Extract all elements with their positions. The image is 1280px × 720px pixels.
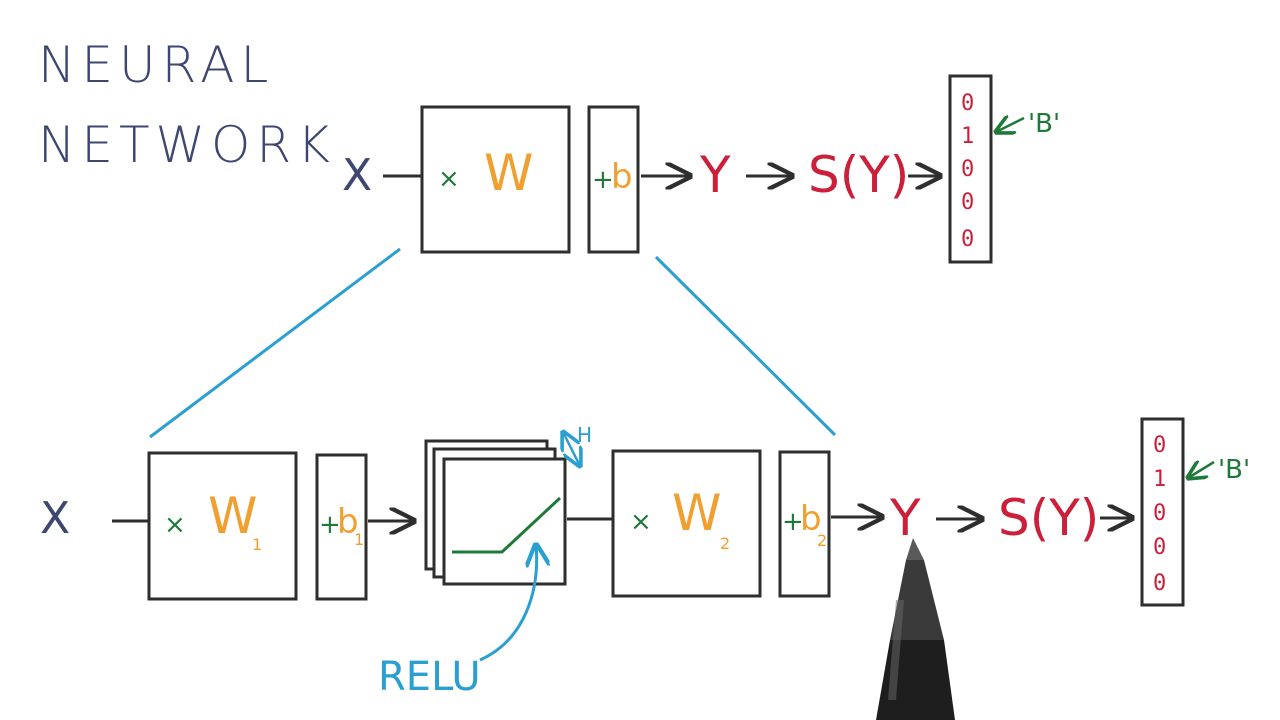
title-line-2: NETWORK (38, 116, 336, 174)
bottom-output-y: Y (889, 489, 921, 547)
bottom-onehot-0: 0 (1153, 433, 1166, 458)
bias-1-subscript: 1 (354, 530, 364, 549)
title-line-1: NEURAL (38, 36, 274, 94)
bottom-input-x: X (40, 493, 70, 544)
relu-label: RELU (378, 654, 481, 700)
top-mult-op: × (438, 164, 460, 194)
expand-line-left (149, 247, 401, 439)
top-target-label: 'B' (1028, 109, 1060, 139)
relu-unit-front (442, 457, 567, 586)
top-onehot-2: 0 (961, 157, 974, 182)
relu-layer-stack (424, 439, 567, 586)
bottom-onehot-3: 0 (1153, 535, 1166, 560)
top-onehot-box (948, 74, 993, 264)
weight-1-subscript: 1 (252, 535, 262, 554)
bias-op-2: + (782, 507, 804, 537)
bias-op-1: + (319, 510, 341, 540)
expand-line-right (654, 255, 837, 437)
bias-2-subscript: 2 (817, 531, 827, 550)
bottom-target-label: 'B' (1218, 455, 1250, 485)
top-onehot-1: 1 (961, 124, 974, 149)
title: NEURAL NETWORK (38, 36, 336, 174)
bias-1-label: b (337, 502, 359, 542)
top-onehot-3: 0 (961, 190, 974, 215)
weight-1-box (147, 451, 298, 601)
top-weight-label: W (484, 144, 533, 202)
top-bias-box (587, 105, 640, 254)
mult-op-2: × (630, 507, 652, 537)
bottom-onehot-box (1140, 417, 1185, 607)
top-row-linear-model: X × W + b Y S(Y) 0 1 0 0 0 'B' (342, 74, 1060, 264)
hidden-size-arrow (563, 432, 580, 466)
bias-1-box (315, 453, 368, 601)
weight-2-label: W (672, 484, 721, 542)
top-output-y: Y (699, 146, 731, 204)
bottom-onehot-4: 0 (1153, 571, 1166, 596)
top-bias-label: b (611, 157, 633, 197)
hidden-size-label: H (577, 423, 592, 447)
top-weight-box (420, 105, 571, 254)
bottom-softmax: S(Y) (998, 489, 1099, 547)
top-bias-op: + (592, 165, 614, 195)
weight-2-box (611, 449, 762, 598)
mult-op-1: × (164, 510, 186, 540)
relu-pointer-arrow (479, 545, 537, 662)
pen-icon (876, 538, 955, 720)
weight-1-label: W (208, 487, 257, 545)
relu-curve (452, 496, 562, 554)
bottom-onehot-2: 0 (1153, 501, 1166, 526)
top-input-x: X (342, 150, 372, 201)
bottom-target-arrow (1188, 462, 1215, 478)
top-onehot-4: 0 (961, 227, 974, 252)
bias-2-box (778, 450, 831, 598)
bottom-row-neural-network: X × W 1 + b 1 H RELU × W 2 + b 2 Y (40, 417, 1250, 700)
top-softmax: S(Y) (808, 146, 909, 204)
bias-2-label: b (800, 499, 822, 539)
top-target-arrow (996, 118, 1025, 132)
bottom-onehot-1: 1 (1153, 467, 1166, 492)
weight-2-subscript: 2 (720, 534, 730, 553)
top-onehot-0: 0 (961, 91, 974, 116)
